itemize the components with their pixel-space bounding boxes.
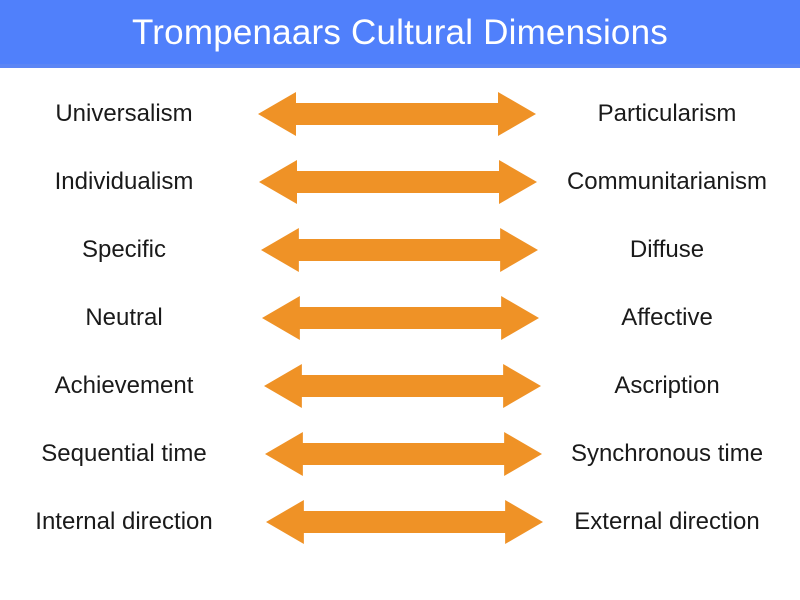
dimension-right-label: Synchronous time (570, 440, 764, 467)
double-arrow-icon (258, 92, 536, 136)
double-arrow-icon (266, 500, 543, 544)
double-arrow-icon (259, 160, 537, 204)
header-banner: Trompenaars Cultural Dimensions (0, 0, 800, 68)
dimension-left-label: Sequential time (41, 440, 207, 467)
double-arrow-icon (262, 296, 539, 340)
dimension-right-label: Diffuse (629, 236, 705, 263)
dimension-row: Neutral Affective (0, 284, 800, 352)
double-arrow-icon (261, 228, 538, 272)
dimension-row: Specific Diffuse (0, 216, 800, 284)
page-title: Trompenaars Cultural Dimensions (132, 13, 668, 52)
dimension-right-label: Particularism (597, 100, 737, 127)
dimension-right-label: Ascription (614, 372, 720, 399)
dimension-right-label: Communitarianism (566, 168, 768, 195)
dimension-row: Sequential time Synchronous time (0, 420, 800, 488)
dimension-left-label: Neutral (85, 304, 163, 331)
dimension-left-label: Internal direction (35, 508, 213, 535)
double-arrow-icon (265, 432, 542, 476)
dimension-right-label: External direction (574, 508, 760, 535)
dimension-row: Universalism Particularism (0, 80, 800, 148)
dimension-left-label: Individualism (54, 168, 194, 195)
dimension-left-label: Universalism (55, 100, 193, 127)
dimension-row: Internal direction External direction (0, 488, 800, 556)
dimension-left-label: Specific (81, 236, 167, 263)
dimension-left-label: Achievement (54, 372, 194, 399)
double-arrow-icon (264, 364, 541, 408)
dimension-row: Individualism Communitarianism (0, 148, 800, 216)
dimension-right-label: Affective (621, 304, 713, 331)
dimensions-list: Universalism Particularism Individualism… (0, 68, 800, 600)
dimension-row: Achievement Ascription (0, 352, 800, 420)
